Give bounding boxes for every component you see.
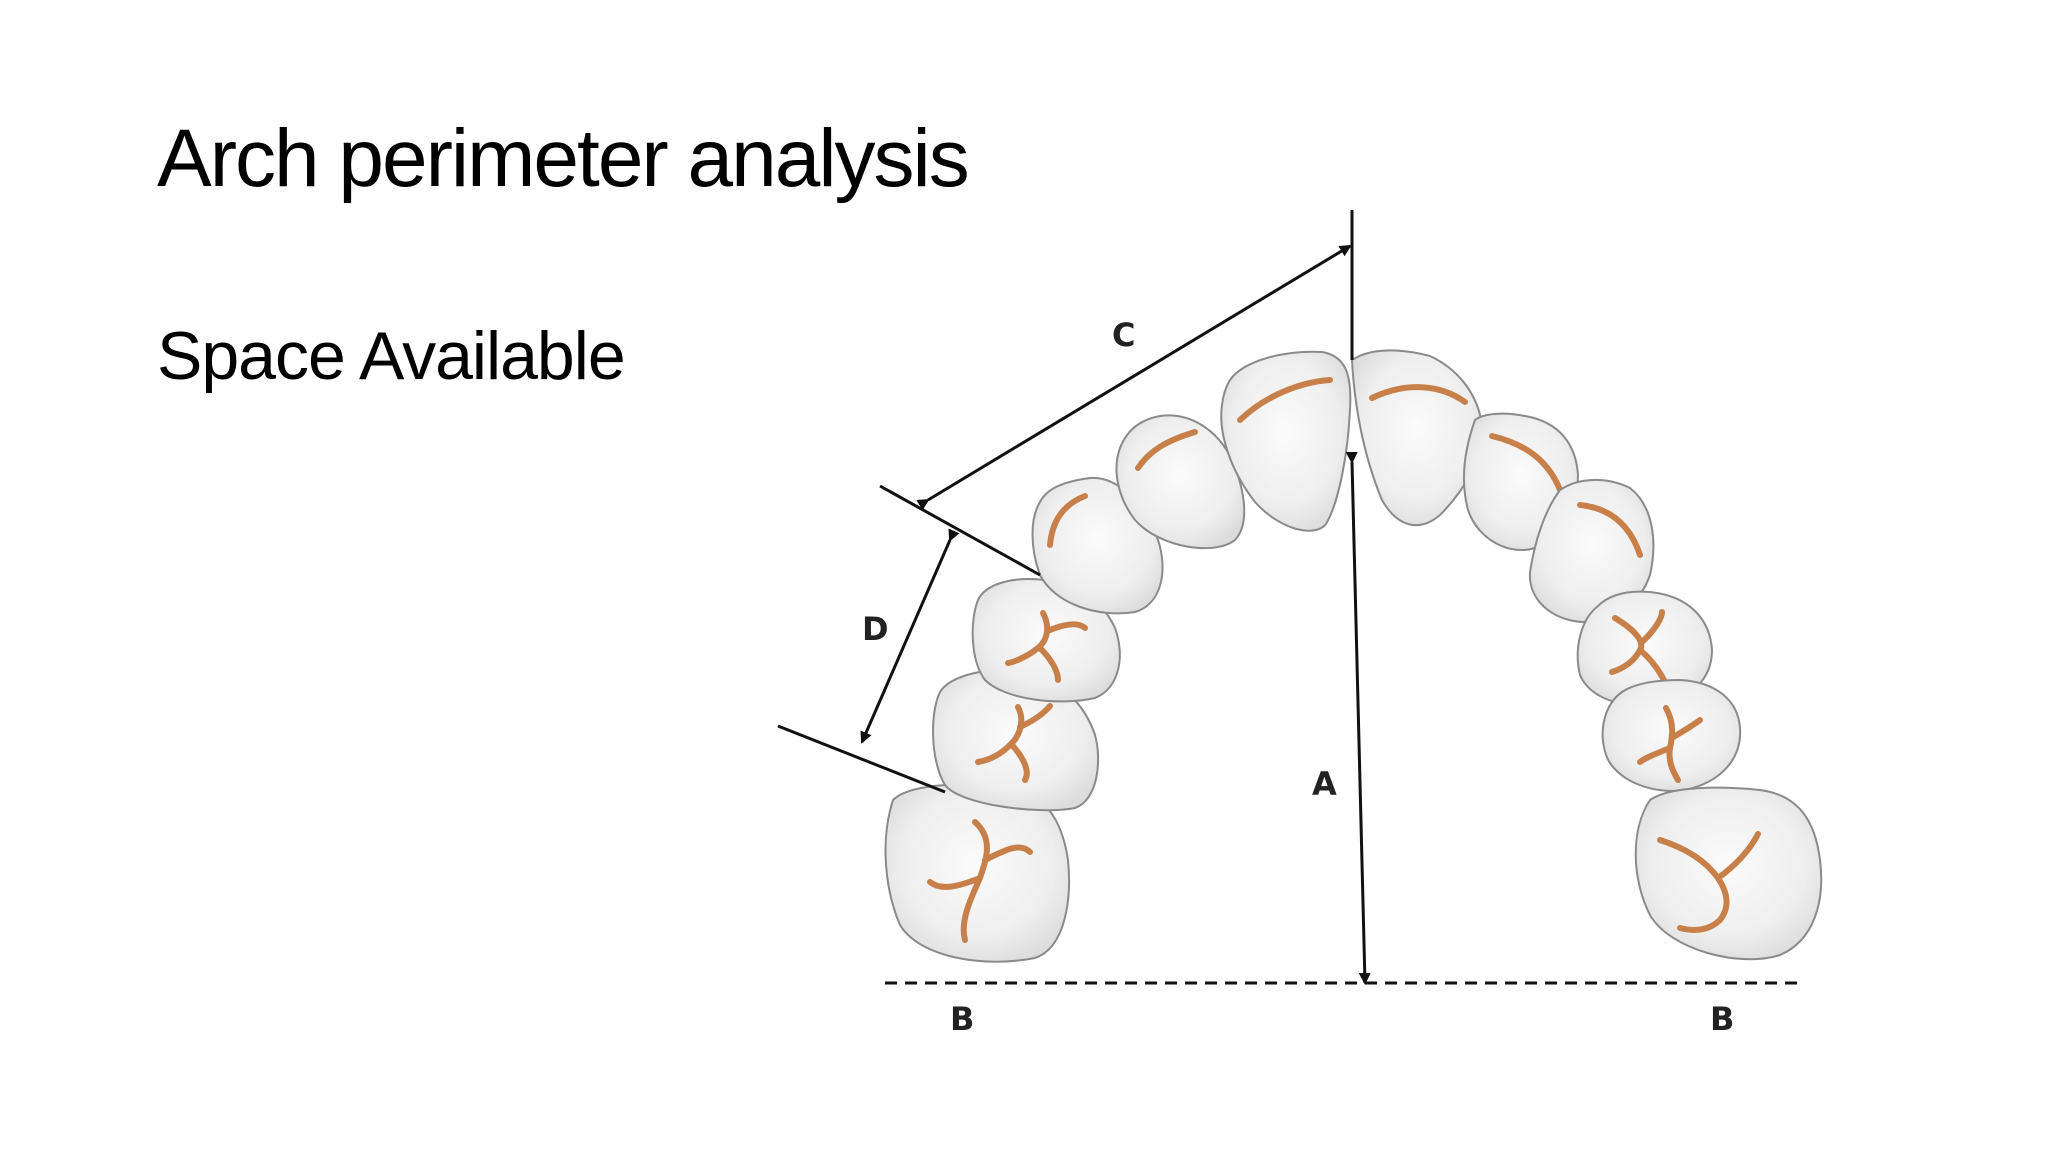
tooth-right-first-premolar	[1576, 590, 1714, 707]
tooth-right-second-premolar	[1601, 678, 1742, 792]
tooth-right-central-incisor	[1350, 349, 1484, 526]
label-d: D	[862, 610, 889, 648]
tooth-right-first-molar	[1634, 786, 1823, 961]
label-b-right: B	[1710, 1000, 1734, 1038]
tangent-line-lower	[777, 724, 946, 794]
slide-title: Arch perimeter analysis	[157, 113, 970, 204]
arrow-a	[1345, 451, 1371, 985]
label-a: A	[1312, 765, 1337, 803]
teeth-right	[1350, 349, 1823, 961]
arrow-c	[916, 244, 1352, 511]
measurement-lines	[777, 210, 1805, 985]
slide-subtitle: Space Available	[157, 318, 626, 394]
arrow-d	[860, 528, 960, 744]
diagram-labels: C D A B B	[862, 316, 1734, 1038]
tooth-left-second-premolar	[932, 669, 1100, 812]
tooth-right-canine	[1528, 478, 1655, 624]
teeth-left	[884, 350, 1352, 963]
tooth-left-first-premolar	[971, 578, 1121, 703]
label-c: C	[1112, 316, 1135, 354]
label-b-left: B	[950, 1000, 974, 1038]
tangent-line-upper	[879, 484, 1041, 577]
